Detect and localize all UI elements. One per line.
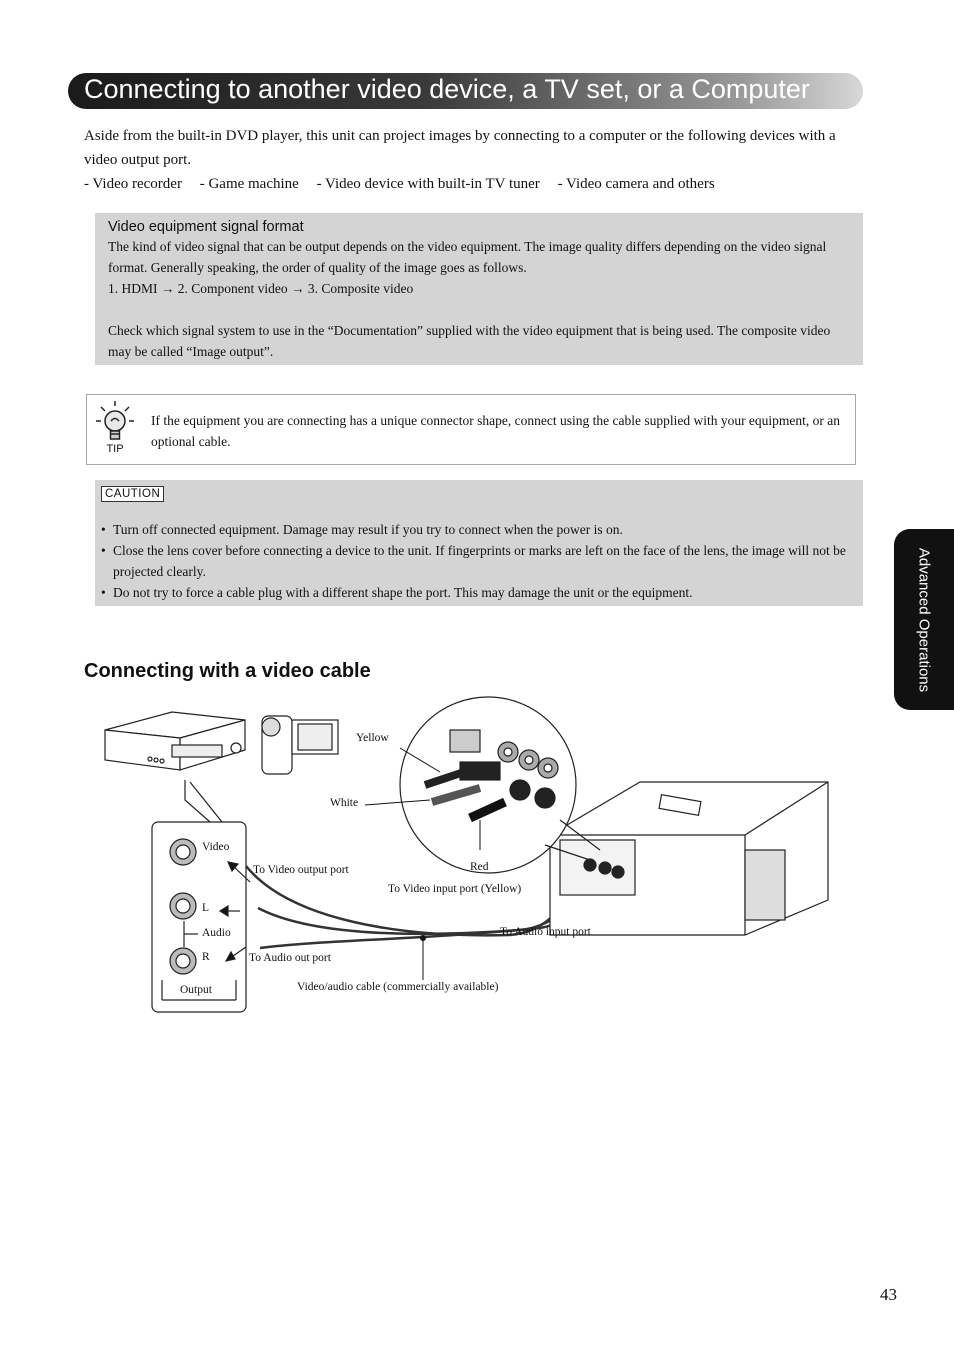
caution-list: Turn off connected equipment. Damage may… <box>99 519 859 603</box>
tip-text: If the equipment you are connecting has … <box>151 413 841 449</box>
signal-paragraph-3: Check which signal system to use in the … <box>108 323 831 359</box>
label-to-audio-out: To Audio out port <box>249 952 331 964</box>
camcorder-illustration <box>261 715 339 775</box>
signal-format-heading: Video equipment signal format <box>108 219 304 235</box>
label-cable: Video/audio cable (commercially availabl… <box>297 981 499 993</box>
section-heading: Connecting with a video cable <box>84 660 371 682</box>
page-number: 43 <box>880 1285 897 1304</box>
device-item: - Video device with built-in TV tuner <box>316 176 540 192</box>
intro-paragraph: Aside from the built-in DVD player, this… <box>84 128 836 168</box>
page-title: Connecting to another video device, a TV… <box>84 74 810 104</box>
side-tab: Advanced Operations <box>894 529 954 710</box>
signal-paragraph-2: 1. HDMI → 2. Component video → 3. Compos… <box>108 281 414 296</box>
intro: Aside from the built-in DVD player, this… <box>84 124 864 196</box>
label-to-video-output: To Video output port <box>253 864 349 876</box>
device-list: - Video recorder - Game machine - Video … <box>84 172 864 196</box>
signal-paragraph-1: The kind of video signal that can be out… <box>108 239 827 275</box>
label-video: Video <box>202 841 230 853</box>
label-yellow: Yellow <box>356 732 389 744</box>
label-to-audio-input: To Audio input port <box>500 926 591 938</box>
side-tab-label: Advanced Operations <box>915 547 933 692</box>
label-output: Output <box>180 984 212 996</box>
title-bar <box>68 73 863 109</box>
device-item: - Video recorder <box>84 176 182 192</box>
connection-diagram: Video L Audio R Output To Video output p… <box>0 690 954 1020</box>
video-recorder-illustration <box>104 711 246 771</box>
tip-label: TIP <box>106 443 123 455</box>
label-white: White <box>330 797 359 809</box>
projector-illustration <box>549 781 829 936</box>
label-audio: Audio <box>202 927 231 939</box>
device-item: - Video camera and others <box>557 176 715 192</box>
caution-item: Turn off connected equipment. Damage may… <box>99 519 859 540</box>
connection-illustration <box>104 696 829 1013</box>
magnified-port-view <box>399 696 601 874</box>
label-r: R <box>202 951 210 963</box>
lightbulb-icon: TIP <box>96 401 134 455</box>
caution-item: Do not try to force a cable plug with a … <box>99 582 859 603</box>
caution-badge: CAUTION <box>101 486 165 502</box>
caution-item: Close the lens cover before connecting a… <box>99 540 859 582</box>
label-red: Red <box>470 861 489 873</box>
caution-box: CAUTION Turn off connected equipment. Da… <box>95 480 863 606</box>
label-to-video-input: To Video input port (Yellow) <box>388 883 522 895</box>
tip-box: TIP If the equipment you are connecting … <box>86 394 856 465</box>
label-l: L <box>202 902 210 914</box>
device-item: - Game machine <box>199 176 299 192</box>
output-panel <box>151 821 247 1013</box>
signal-format-box: Video equipment signal format The kind o… <box>95 213 863 365</box>
